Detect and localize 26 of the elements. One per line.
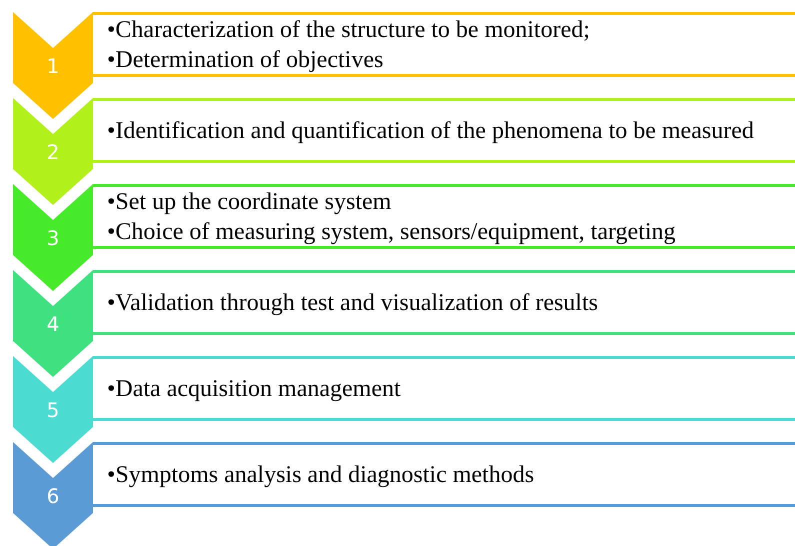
bullet-text: •Identification and quantification of the phenomena to be measured [107,116,755,146]
step-marker [13,184,93,291]
step-marker [13,270,93,377]
step-number: 6 [46,484,60,508]
step-number: 2 [46,140,60,164]
step-number: 3 [46,226,60,250]
bullet-text: •Validation through test and visualization of results [107,288,599,318]
bullet-text: •Data acquisition management [107,374,402,404]
text-box [93,442,795,507]
bullet-text: •Symptoms analysis and diagnostic methods [107,460,536,490]
step-marker [13,12,93,119]
bullet-text: •Set up the coordinate system [107,188,392,216]
text-box [93,270,795,335]
text-box [93,184,795,249]
step-number: 1 [46,54,60,78]
step-marker [13,98,93,205]
bullet-text: •Characterization of the structure to be monitored; [107,16,591,44]
step-marker [13,356,93,463]
step-number: 4 [46,312,60,336]
step-number: 5 [46,398,60,422]
step-marker [13,442,93,546]
text-box [93,12,795,77]
text-box [93,98,795,163]
text-box [93,356,795,421]
bullet-text: •Determination of objectives [107,46,384,74]
bullet-text: •Choice of measuring system, sensors/equipment, targeting [107,218,677,246]
